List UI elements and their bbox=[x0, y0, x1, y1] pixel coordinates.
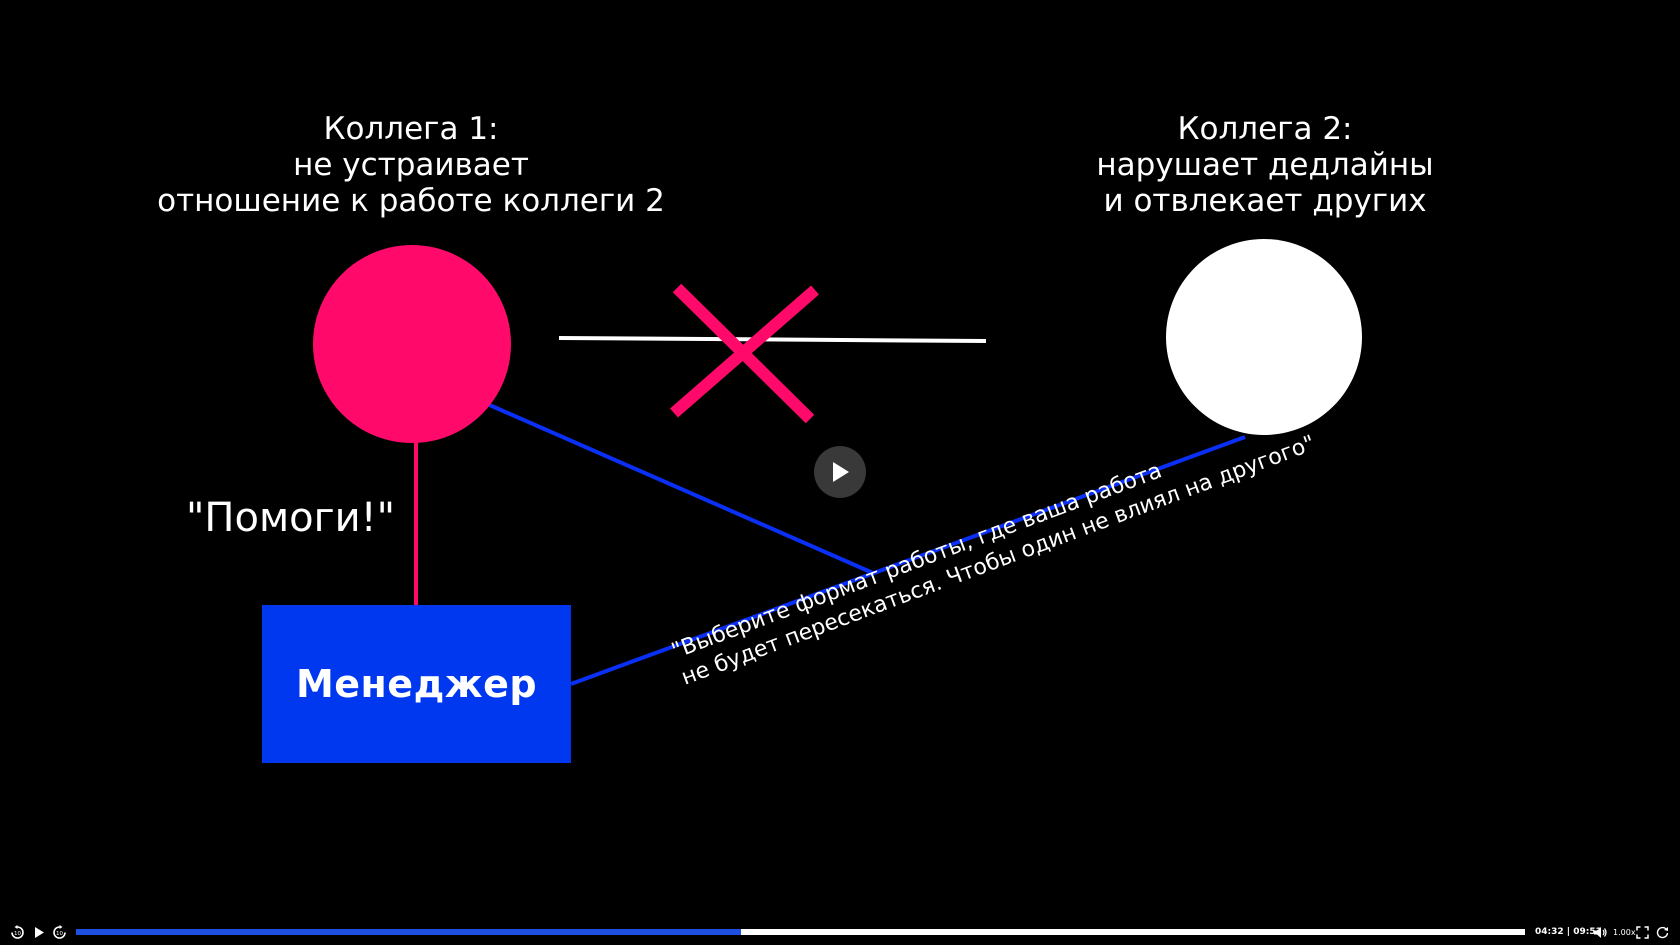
colleague1-caption: Коллега 1: не устраивает отношение к раб… bbox=[105, 111, 717, 219]
total-time: 09:53 bbox=[1573, 927, 1602, 937]
blue-line-colleague2 bbox=[570, 435, 1246, 686]
manager-box: Менеджер bbox=[262, 605, 571, 763]
forward-10-icon: 10 bbox=[53, 925, 66, 939]
colleague2-line2: нарушает дедлайны bbox=[1096, 147, 1434, 183]
center-play-button[interactable] bbox=[814, 446, 866, 498]
seek-bar-progress bbox=[76, 929, 742, 935]
rewind-10-icon: 10 bbox=[11, 925, 24, 939]
fullscreen-icon bbox=[1635, 926, 1649, 939]
colleague2-line3: и отвлекает других bbox=[1103, 183, 1427, 219]
volume-icon bbox=[1594, 927, 1607, 938]
cross-stroke-2 bbox=[670, 285, 819, 418]
time-separator: | bbox=[1563, 927, 1574, 937]
play-icon bbox=[34, 927, 44, 938]
time-display: 04:32 | 09:53 bbox=[1535, 925, 1602, 940]
colleague2-title: Коллега 2: bbox=[1177, 111, 1353, 147]
manager-label: Менеджер bbox=[295, 662, 538, 706]
blue-line-colleague1 bbox=[484, 401, 874, 575]
volume-button[interactable] bbox=[1592, 924, 1608, 941]
play-icon bbox=[833, 462, 849, 482]
svg-text:10: 10 bbox=[14, 931, 21, 937]
colleague2-circle bbox=[1166, 239, 1362, 435]
play-button[interactable] bbox=[31, 924, 46, 941]
replay-button[interactable] bbox=[1654, 924, 1670, 941]
replay-icon bbox=[1656, 926, 1668, 939]
seek-bar[interactable] bbox=[76, 929, 1525, 935]
diagram-canvas bbox=[313, 239, 1362, 686]
svg-text:10: 10 bbox=[56, 931, 63, 937]
fullscreen-button[interactable] bbox=[1634, 924, 1650, 941]
forward-10-button[interactable]: 10 bbox=[51, 924, 68, 941]
control-bar: 10 10 04:32 | 09:53 bbox=[0, 920, 1680, 945]
playback-speed[interactable]: 1.00x bbox=[1613, 928, 1636, 937]
colleague2-caption: Коллега 2: нарушает дедлайны и отвлекает… bbox=[1050, 111, 1480, 219]
current-time: 04:32 bbox=[1535, 927, 1564, 937]
rewind-10-button[interactable]: 10 bbox=[9, 924, 26, 941]
colleague1-line2: не устраивает bbox=[293, 147, 529, 183]
colleague1-line3: отношение к работе коллеги 2 bbox=[157, 183, 665, 219]
colleague1-title: Коллега 1: bbox=[323, 111, 499, 147]
colleague1-circle bbox=[313, 245, 511, 443]
broken-link-line bbox=[558, 336, 987, 343]
help-quote: "Помоги!" bbox=[186, 495, 396, 541]
